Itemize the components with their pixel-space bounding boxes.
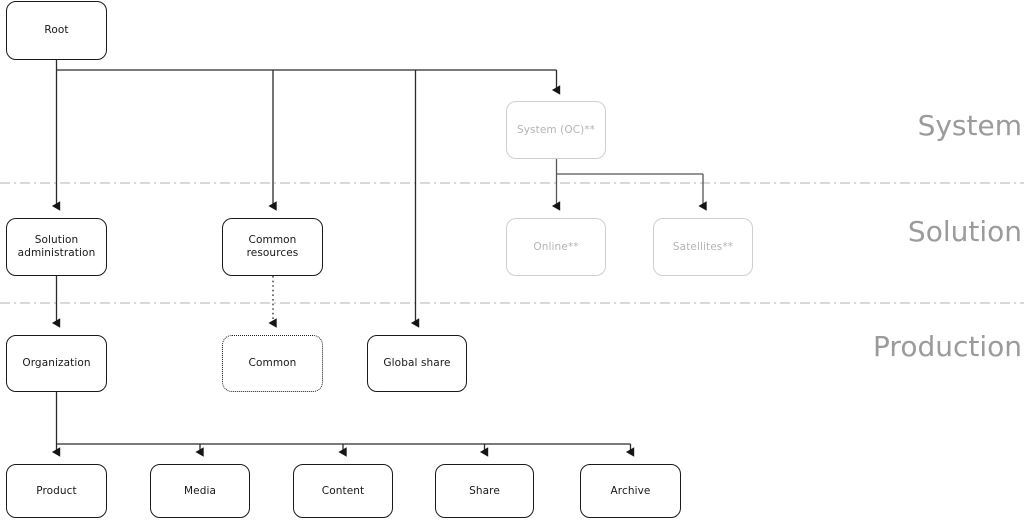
node-content[interactable]: Content (293, 464, 393, 518)
node-system-oc-label: System (OC)** (516, 123, 596, 136)
edge-organization-fanout (51, 392, 635, 457)
node-common[interactable]: Common (222, 335, 323, 392)
node-root[interactable]: Root (6, 1, 107, 60)
node-organization[interactable]: Organization (6, 335, 107, 392)
band-label-system: System (917, 109, 1022, 142)
node-system-oc[interactable]: System (OC)** (506, 101, 606, 159)
node-global-share[interactable]: Global share (367, 335, 467, 392)
node-common-resources[interactable]: Common resources (222, 218, 323, 276)
band-label-production: Production (873, 330, 1022, 363)
node-share-label: Share (469, 484, 500, 497)
edge-root-fanout (51, 60, 561, 328)
node-product[interactable]: Product (6, 464, 107, 518)
node-media-label: Media (183, 484, 217, 497)
node-online-label: Online** (533, 240, 579, 253)
node-common-resources-label: Common resources (246, 234, 299, 259)
node-common-label: Common (248, 357, 297, 369)
node-archive[interactable]: Archive (580, 464, 681, 518)
node-satellites-label: Satellites** (672, 240, 734, 253)
node-online[interactable]: Online** (506, 218, 606, 276)
edge-system-oc-fanout (551, 159, 707, 211)
node-archive-label: Archive (610, 484, 651, 497)
node-share[interactable]: Share (435, 464, 534, 518)
node-media[interactable]: Media (150, 464, 250, 518)
node-root-label: Root (44, 24, 69, 36)
node-satellites[interactable]: Satellites** (653, 218, 753, 276)
node-organization-label: Organization (22, 357, 91, 369)
band-label-solution: Solution (907, 215, 1022, 248)
node-content-label: Content (321, 484, 365, 497)
node-solution-administration[interactable]: Solution administration (6, 218, 107, 276)
node-product-label: Product (36, 484, 77, 497)
node-solution-administration-label: Solution administration (17, 234, 96, 259)
node-global-share-label: Global share (383, 357, 451, 369)
